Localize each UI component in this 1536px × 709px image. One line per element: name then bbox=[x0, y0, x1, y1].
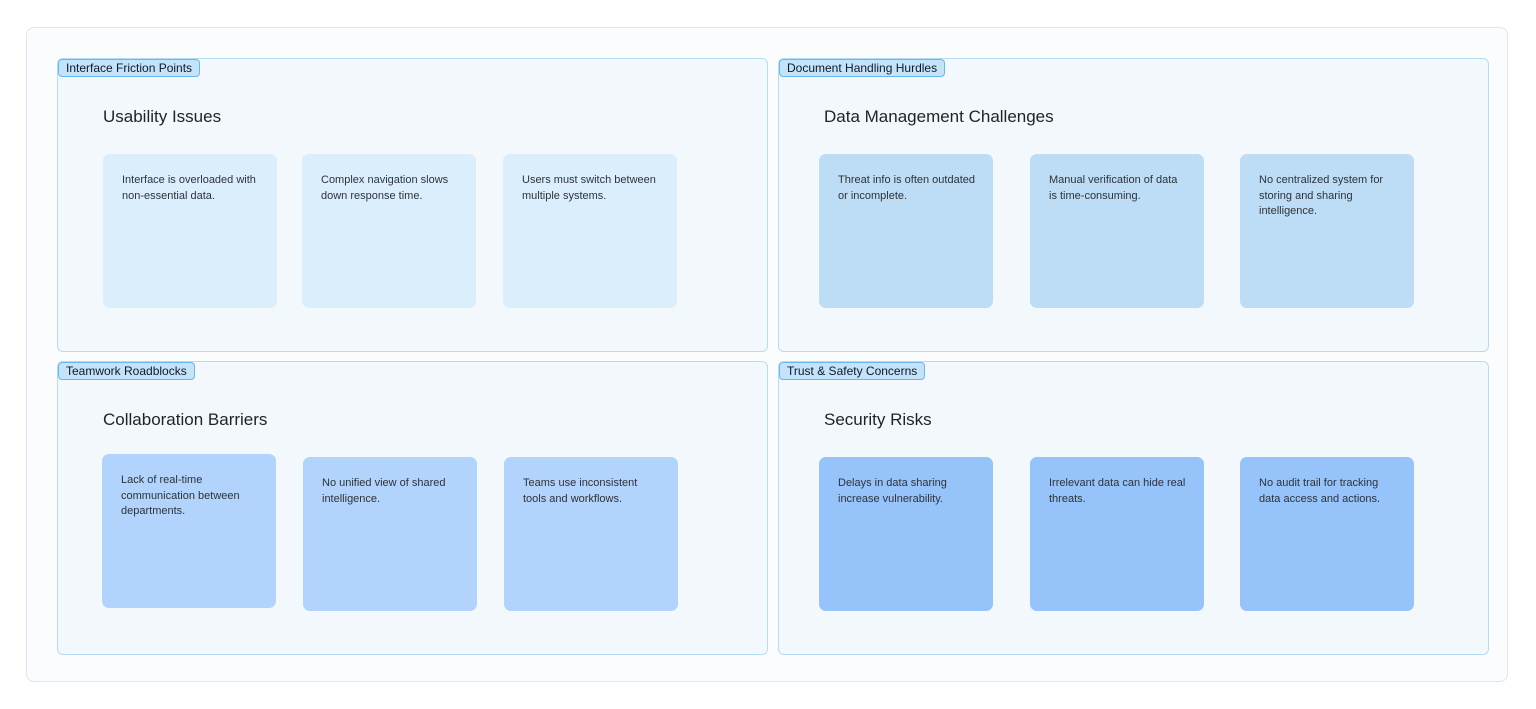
sticky-note[interactable]: Lack of real-time communication between … bbox=[102, 454, 276, 608]
sticky-note[interactable]: Manual verification of data is time-cons… bbox=[1030, 154, 1204, 308]
section-tag-document-handling-hurdles[interactable]: Document Handling Hurdles bbox=[779, 59, 946, 77]
sticky-note-text: Manual verification of data is time-cons… bbox=[1049, 174, 1178, 202]
section-tag-interface-friction-points[interactable]: Interface Friction Points bbox=[58, 59, 201, 77]
section-data-management-challenges[interactable]: Document Handling Hurdles Data Managemen… bbox=[778, 58, 1489, 352]
sticky-note[interactable]: Users must switch between multiple syste… bbox=[503, 154, 677, 308]
whiteboard-canvas: Interface Friction Points Usability Issu… bbox=[26, 27, 1508, 682]
sticky-note-text: Threat info is often outdated or incompl… bbox=[838, 174, 975, 202]
sticky-note[interactable]: Threat info is often outdated or incompl… bbox=[819, 154, 993, 308]
sticky-note-text: Complex navigation slows down response t… bbox=[321, 174, 449, 202]
sticky-note-text: Irrelevant data can hide real threats. bbox=[1049, 477, 1186, 505]
section-title-security-risks: Security Risks bbox=[824, 410, 932, 429]
sticky-note[interactable]: Teams use inconsistent tools and workflo… bbox=[504, 457, 678, 611]
sticky-note-text: No centralized system for storing and sh… bbox=[1259, 174, 1384, 217]
sticky-note-text: No unified view of shared intelligence. bbox=[322, 477, 446, 505]
sticky-note[interactable]: Delays in data sharing increase vulnerab… bbox=[819, 457, 993, 611]
section-collaboration-barriers[interactable]: Teamwork Roadblocks Collaboration Barrie… bbox=[57, 361, 768, 655]
sticky-note-text: Delays in data sharing increase vulnerab… bbox=[838, 477, 947, 505]
section-tag-trust-safety-concerns[interactable]: Trust & Safety Concerns bbox=[779, 362, 926, 380]
sticky-note[interactable]: Irrelevant data can hide real threats. bbox=[1030, 457, 1204, 611]
sticky-note[interactable]: No unified view of shared intelligence. bbox=[303, 457, 477, 611]
sticky-note-text: Lack of real-time communication between … bbox=[121, 474, 240, 517]
section-title-usability-issues: Usability Issues bbox=[103, 107, 222, 126]
section-title-data-management-challenges: Data Management Challenges bbox=[824, 107, 1054, 126]
sticky-note[interactable]: Interface is overloaded with non-essenti… bbox=[103, 154, 277, 308]
sticky-note[interactable]: No audit trail for tracking data access … bbox=[1240, 457, 1414, 611]
sticky-note-text: No audit trail for tracking data access … bbox=[1259, 477, 1381, 505]
section-usability-issues[interactable]: Interface Friction Points Usability Issu… bbox=[57, 58, 768, 352]
sticky-note-text: Users must switch between multiple syste… bbox=[522, 174, 656, 202]
sticky-note-text: Interface is overloaded with non-essenti… bbox=[122, 174, 256, 202]
section-security-risks[interactable]: Trust & Safety Concerns Security Risks D… bbox=[778, 361, 1489, 655]
sticky-note-text: Teams use inconsistent tools and workflo… bbox=[523, 477, 638, 505]
sticky-note[interactable]: No centralized system for storing and sh… bbox=[1240, 154, 1414, 308]
section-title-collaboration-barriers: Collaboration Barriers bbox=[103, 410, 268, 429]
sticky-note[interactable]: Complex navigation slows down response t… bbox=[302, 154, 476, 308]
section-tag-teamwork-roadblocks[interactable]: Teamwork Roadblocks bbox=[58, 362, 195, 380]
